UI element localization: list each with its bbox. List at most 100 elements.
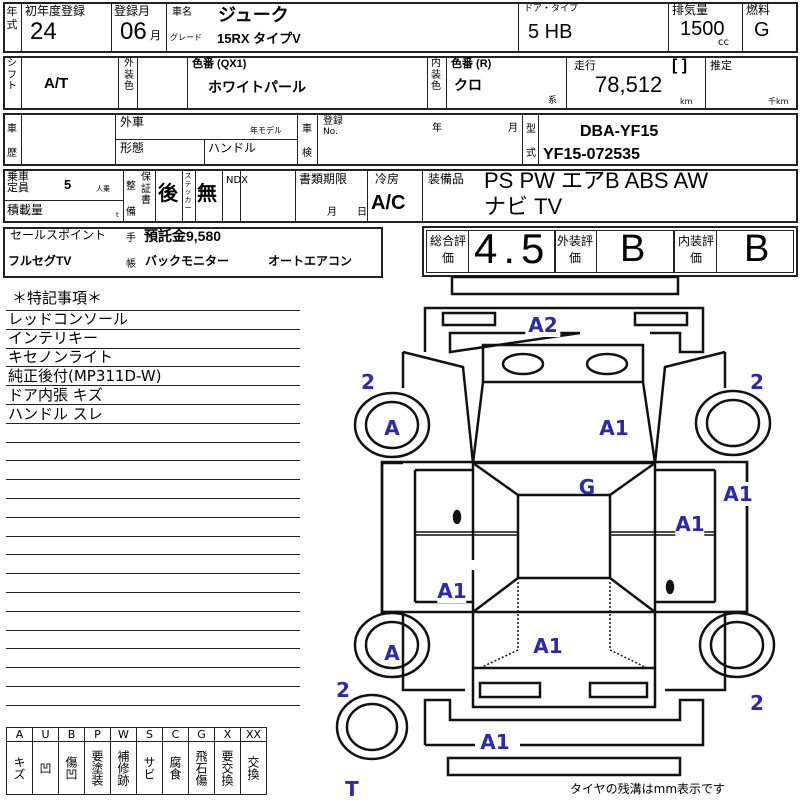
mileage-label: 走行 [574,59,596,72]
reg-no-sub: No. [323,127,338,137]
rear-body [471,612,657,709]
pillars [472,461,656,613]
chassis-number: YF15-072535 [543,146,640,163]
mark-wheel-rear-left: A [384,641,400,665]
mark-windshield: G [578,475,596,499]
grade-value: 15RX タイプV [217,31,301,46]
docs-day: 日 [357,207,367,218]
reg-month-label: 登録月 [114,4,151,18]
mark-wheel-front-left: A [384,416,400,440]
note-line: キセノンライト [8,348,114,366]
door-handle-right [665,579,675,595]
note-rule [6,366,300,368]
ac-label: 冷房 [375,172,400,186]
capacity-unit: 人乗 [96,185,110,193]
exterior-color-value: ホワイトパール [208,79,306,95]
note-line: 純正後付(MP311D-W) [8,367,162,385]
model-year-label: 年モデル [250,126,282,135]
interior-code: 色番 (R) [451,58,492,70]
tire-tread-note: タイヤの残溝はmm表示です [570,782,726,796]
note-rule [6,422,300,424]
overall-grade-value: 4.5 [474,225,551,272]
note-rule [6,498,300,499]
door-type-label: ドア・タイプ [524,4,579,14]
rear-plate-bar [446,756,682,777]
roof [516,493,612,580]
equipment-label: 装備品 [428,172,465,186]
note-rule [6,610,300,612]
spec-row [3,169,798,223]
legend-meaning: キズ [6,741,33,795]
docs-month: 月 [327,207,337,218]
front-fenders [401,350,727,464]
inspection-year: 年 [432,123,442,134]
equipment-line2: ナビ TV [484,194,563,219]
mileage-value: 78,512 [595,72,663,97]
note-rule [6,535,300,537]
estimated-label: 推定 [710,59,732,72]
rear-bumper [423,698,705,747]
notes-title: ＊特記事項＊ [12,289,103,307]
sales-item: バックモニター [145,254,230,268]
note-rule [6,404,300,405]
load-unit: t [116,211,119,219]
car-name-value: ジューク [218,5,289,25]
mileage-bracket: [ ] [672,57,688,74]
fog-lamp-left [441,311,497,327]
sales-item: オートエアコン [268,254,353,268]
overall-grade-label: 総合評価 [430,234,467,265]
note-rule [6,516,300,518]
note-line: レッドコンソール [8,310,129,328]
model-label: 型式 [526,124,536,159]
inspection-label: 車検 [302,124,312,159]
history-label: 車歴 [7,124,17,159]
load-label: 積載量 [7,203,44,217]
capacity-value: 5 [64,177,72,192]
legend-meaning: 凹 [32,741,59,795]
mark-hood: A1 [599,416,629,440]
interior-grade-label: 内装評価 [678,234,715,265]
grille [481,343,645,384]
fuel-value: G [754,19,770,41]
mark-front-bumper: A2 [525,313,561,337]
mark-trunk: A1 [533,634,563,658]
mark-tire-front-right: 2 [750,370,764,394]
mark-tire-front-left: 2 [361,370,375,394]
note-rule [6,592,300,593]
capacity-label: 乗車定員 [7,170,29,194]
interior-color-label: 内装色 [431,58,441,92]
sales-point-box [3,227,383,278]
sales-point-label: セールスポイント [10,228,107,242]
month-unit: 月 [150,29,161,42]
color-code: 色番 (QX1) [192,58,247,70]
ndx-label: NDX [226,175,249,186]
note-rule [6,441,300,443]
legend-meaning: 飛石傷 [188,741,215,795]
mark-rear-bumper: A1 [477,730,513,754]
legend-meaning: 腐食 [162,741,189,795]
header-row [3,2,798,53]
warranty-value: 後 [158,183,178,205]
body-label: 形態 [120,141,145,155]
headlight-left [501,352,545,376]
legend-meaning: 傷凹 [58,741,85,795]
recycle-fee: 預託金9,580 [144,228,222,244]
reg-no-label: 登録 [323,116,343,127]
first-reg-value: 24 [30,18,57,45]
note-rule [6,460,300,462]
note-rule [6,629,300,631]
note-rule [6,347,300,349]
displacement-unit: cc [718,37,729,48]
history-row [3,113,798,166]
legend-meaning: 要塗装 [84,741,111,795]
taillight-left [478,681,542,699]
model-code: DBA-YF15 [580,123,659,140]
front-plate-bar [450,275,680,296]
color-row [3,56,798,110]
rear-fenders [401,612,727,692]
shift-value: A/T [44,75,69,92]
wheels [335,389,776,761]
door-type-value: 5 HB [528,21,573,43]
